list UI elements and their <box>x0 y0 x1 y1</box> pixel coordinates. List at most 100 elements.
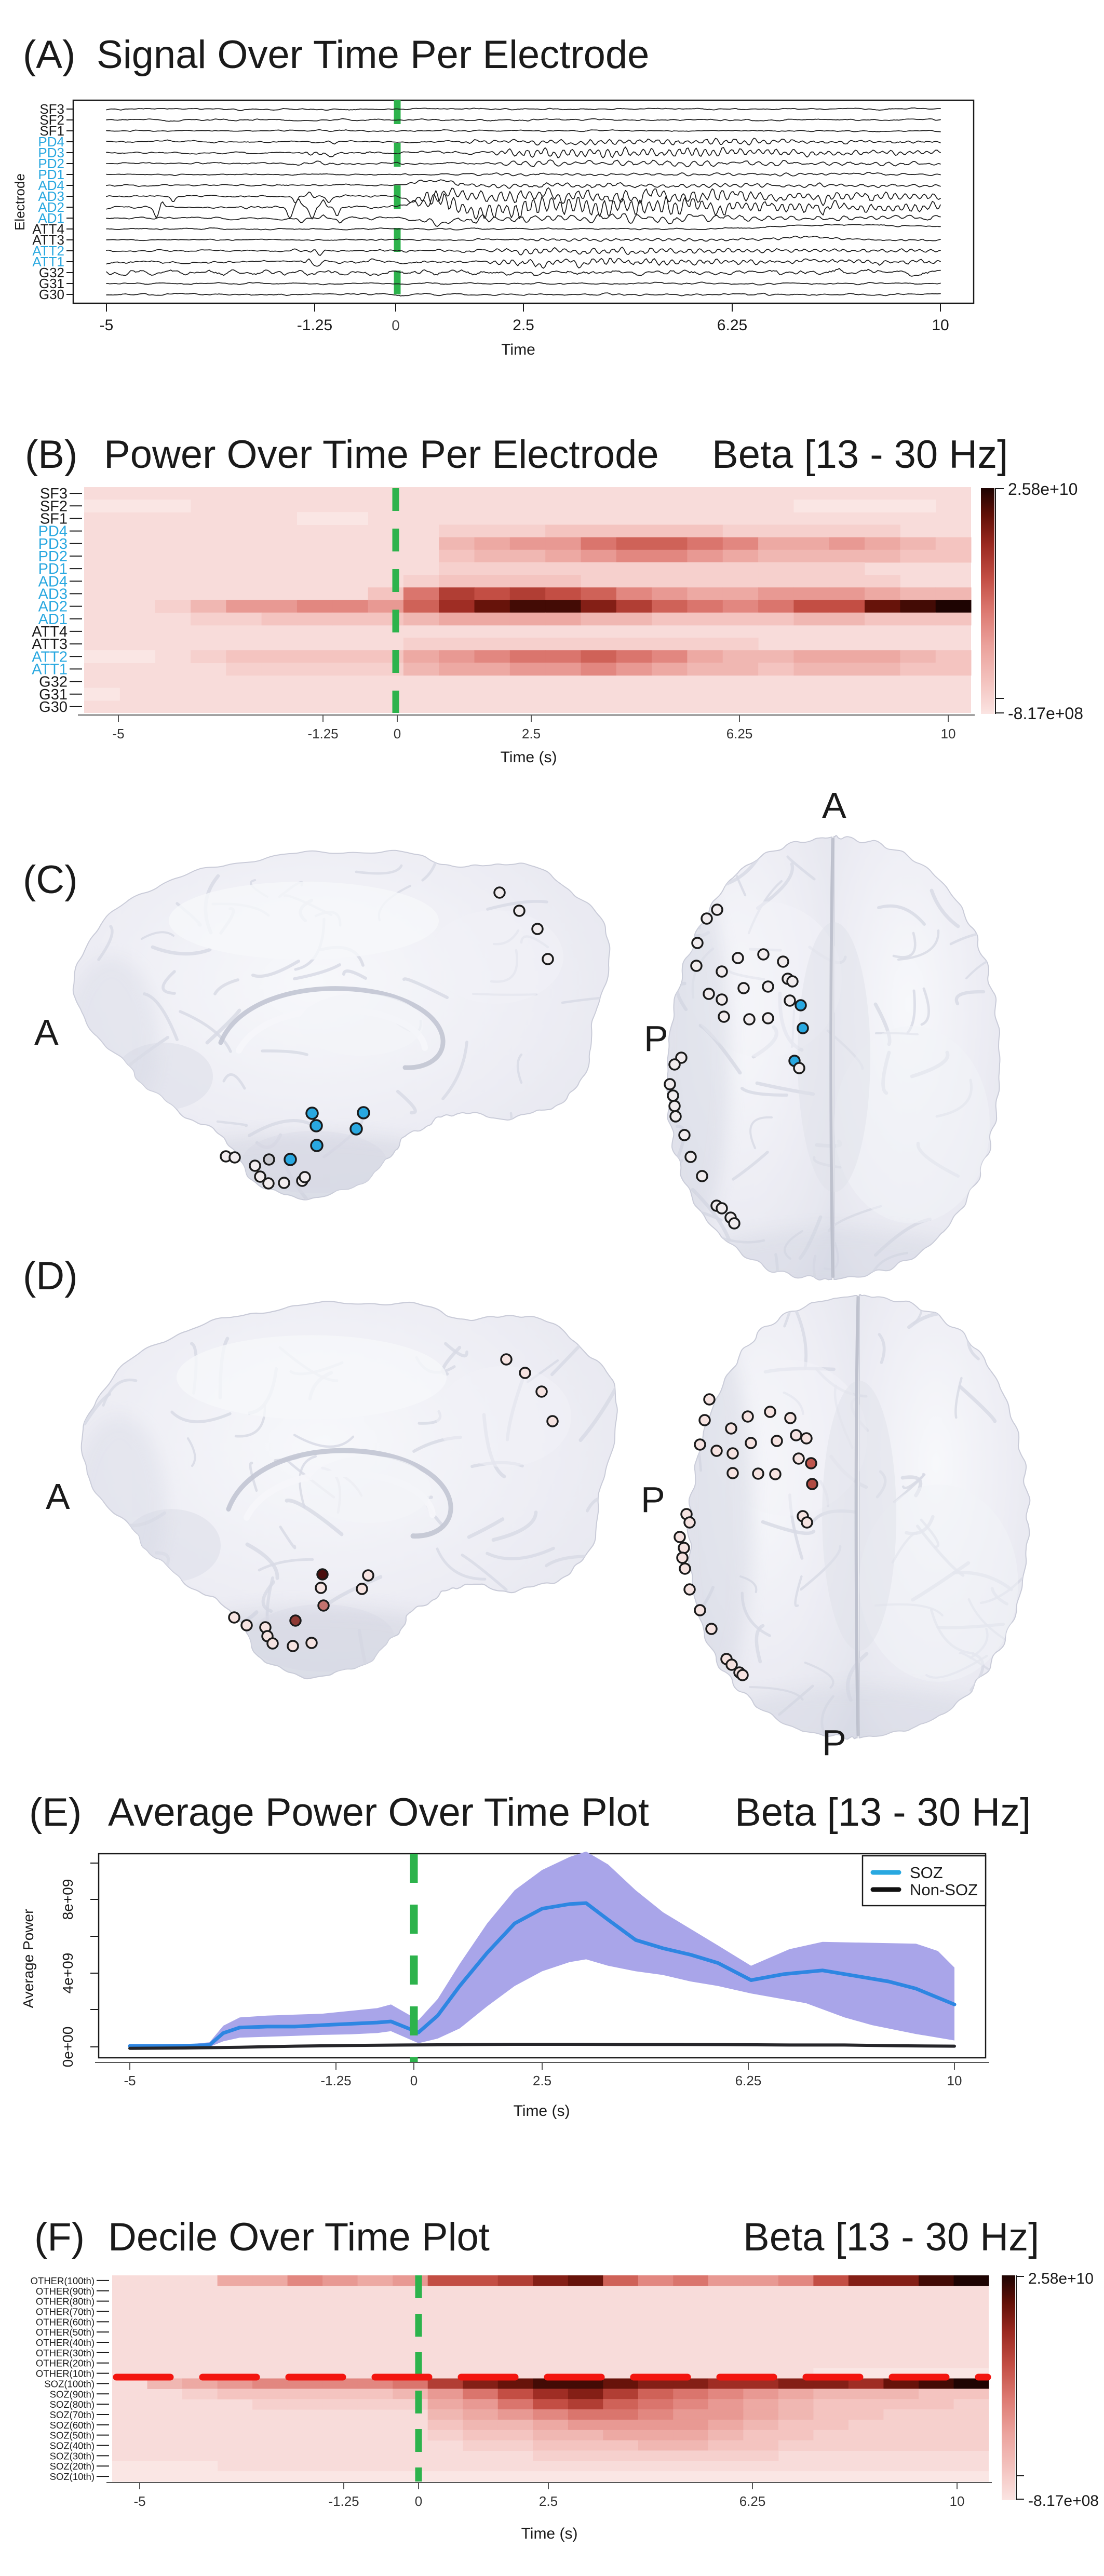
svg-text:PD3: PD3 <box>38 536 68 552</box>
svg-text:SOZ(60th): SOZ(60th) <box>50 2420 95 2431</box>
svg-text:AD3: AD3 <box>38 586 68 602</box>
svg-text:(D): (D) <box>23 1254 78 1298</box>
svg-text:2.5: 2.5 <box>513 317 534 334</box>
svg-text:SOZ(20th): SOZ(20th) <box>50 2461 95 2472</box>
svg-text:AD3: AD3 <box>38 188 64 204</box>
svg-text:(E): (E) <box>29 1790 82 1835</box>
svg-text:SOZ(100th): SOZ(100th) <box>44 2378 95 2389</box>
svg-text:PD4: PD4 <box>38 134 64 150</box>
svg-text:SF2: SF2 <box>40 498 68 515</box>
svg-text:SOZ(50th): SOZ(50th) <box>50 2430 95 2441</box>
svg-text:ATT1: ATT1 <box>32 661 68 678</box>
svg-text:-1.25: -1.25 <box>307 726 338 741</box>
svg-text:6.25: 6.25 <box>735 2073 762 2088</box>
svg-text:G32: G32 <box>39 674 68 691</box>
svg-text:G31: G31 <box>39 276 64 291</box>
svg-text:Power Over Time Per Electrode: Power Over Time Per Electrode <box>104 433 659 477</box>
svg-text:ATT4: ATT4 <box>32 624 68 640</box>
svg-text:0: 0 <box>394 726 401 741</box>
svg-text:AD4: AD4 <box>38 573 68 590</box>
svg-text:PD1: PD1 <box>38 561 68 577</box>
svg-text:6.25: 6.25 <box>739 2493 766 2509</box>
svg-text:AD1: AD1 <box>38 611 68 628</box>
svg-text:ATT3: ATT3 <box>32 636 68 653</box>
svg-text:OTHER(70th): OTHER(70th) <box>36 2306 95 2317</box>
svg-text:-1.25: -1.25 <box>320 2073 351 2088</box>
svg-text:Beta [13 - 30 Hz]: Beta [13 - 30 Hz] <box>712 433 1008 477</box>
svg-text:-5: -5 <box>100 317 114 334</box>
svg-text:(C): (C) <box>23 858 78 902</box>
svg-text:ATT2: ATT2 <box>32 649 68 665</box>
svg-text:(B): (B) <box>25 433 77 477</box>
svg-text:Beta [13 - 30 Hz]: Beta [13 - 30 Hz] <box>743 2215 1039 2259</box>
svg-text:SOZ(40th): SOZ(40th) <box>50 2440 95 2451</box>
svg-text:SOZ(30th): SOZ(30th) <box>50 2450 95 2461</box>
svg-text:Average Power: Average Power <box>20 1909 36 2008</box>
svg-text:SOZ(80th): SOZ(80th) <box>50 2399 95 2410</box>
svg-text:OTHER(10th): OTHER(10th) <box>36 2368 95 2379</box>
svg-text:OTHER(40th): OTHER(40th) <box>36 2337 95 2348</box>
svg-text:P: P <box>644 1018 668 1059</box>
svg-text:10: 10 <box>932 317 949 334</box>
svg-text:AD4: AD4 <box>38 178 64 193</box>
svg-text:A: A <box>46 1476 70 1517</box>
svg-text:SF3: SF3 <box>40 485 68 502</box>
svg-text:Time: Time <box>501 341 535 358</box>
svg-text:PD4: PD4 <box>38 523 68 540</box>
svg-text:-5: -5 <box>133 2493 145 2509</box>
svg-text:PD2: PD2 <box>38 156 64 171</box>
svg-text:Electrode: Electrode <box>12 173 28 231</box>
svg-text:SF2: SF2 <box>39 112 64 128</box>
svg-text:PD1: PD1 <box>38 167 64 182</box>
svg-text:0: 0 <box>415 2493 422 2509</box>
svg-text:PD2: PD2 <box>38 548 68 565</box>
svg-text:OTHER(50th): OTHER(50th) <box>36 2327 95 2338</box>
svg-text:-5: -5 <box>124 2073 136 2088</box>
svg-text:Signal Over Time Per Electrode: Signal Over Time Per Electrode <box>97 33 649 77</box>
svg-text:OTHER(30th): OTHER(30th) <box>36 2348 95 2358</box>
svg-text:-1.25: -1.25 <box>328 2493 359 2509</box>
svg-text:G32: G32 <box>39 265 64 280</box>
svg-text:OTHER(100th): OTHER(100th) <box>31 2275 95 2286</box>
svg-text:10: 10 <box>941 726 956 741</box>
svg-text:2.58e+10: 2.58e+10 <box>1008 480 1078 498</box>
svg-text:AD2: AD2 <box>38 199 64 215</box>
svg-text:PD3: PD3 <box>38 145 64 160</box>
svg-text:OTHER(80th): OTHER(80th) <box>36 2296 95 2307</box>
svg-text:(F): (F) <box>34 2215 85 2259</box>
svg-text:2.5: 2.5 <box>522 726 541 741</box>
svg-text:Average Power Over Time Plot: Average Power Over Time Plot <box>108 1790 649 1835</box>
svg-text:-5: -5 <box>112 726 124 741</box>
svg-text:OTHER(60th): OTHER(60th) <box>36 2316 95 2327</box>
svg-text:ATT4: ATT4 <box>32 221 64 237</box>
svg-text:-1.25: -1.25 <box>297 317 332 334</box>
svg-text:AD1: AD1 <box>38 210 64 226</box>
svg-text:OTHER(90th): OTHER(90th) <box>36 2286 95 2297</box>
svg-text:SOZ(10th): SOZ(10th) <box>50 2471 95 2482</box>
svg-text:SOZ: SOZ <box>910 1864 943 1882</box>
svg-text:ATT2: ATT2 <box>32 243 64 259</box>
svg-text:AD2: AD2 <box>38 599 68 615</box>
svg-text:G30: G30 <box>39 699 68 716</box>
svg-text:4e+09: 4e+09 <box>60 1953 76 1994</box>
svg-text:0: 0 <box>410 2073 418 2088</box>
svg-text:0: 0 <box>392 317 400 333</box>
svg-text:10: 10 <box>947 2073 962 2088</box>
svg-text:Decile Over Time Plot: Decile Over Time Plot <box>108 2215 490 2259</box>
svg-text:2.58e+10: 2.58e+10 <box>1028 2270 1094 2287</box>
svg-text:ATT1: ATT1 <box>32 254 64 269</box>
svg-text:P: P <box>641 1479 665 1520</box>
svg-text:SOZ(70th): SOZ(70th) <box>50 2409 95 2420</box>
svg-text:SF1: SF1 <box>39 123 64 139</box>
svg-text:Beta [13 - 30 Hz]: Beta [13 - 30 Hz] <box>735 1790 1031 1835</box>
svg-text:P: P <box>822 1722 846 1763</box>
svg-text:Non-SOZ: Non-SOZ <box>910 1881 978 1899</box>
svg-text:OTHER(20th): OTHER(20th) <box>36 2358 95 2369</box>
svg-text:SOZ(90th): SOZ(90th) <box>50 2389 95 2399</box>
svg-text:6.25: 6.25 <box>717 317 747 334</box>
svg-text:2.5: 2.5 <box>533 2073 551 2088</box>
svg-text:Time (s): Time (s) <box>501 749 557 766</box>
svg-text:Time (s): Time (s) <box>514 2102 570 2120</box>
svg-text:ATT3: ATT3 <box>32 232 64 248</box>
svg-text:8e+09: 8e+09 <box>60 1879 76 1920</box>
